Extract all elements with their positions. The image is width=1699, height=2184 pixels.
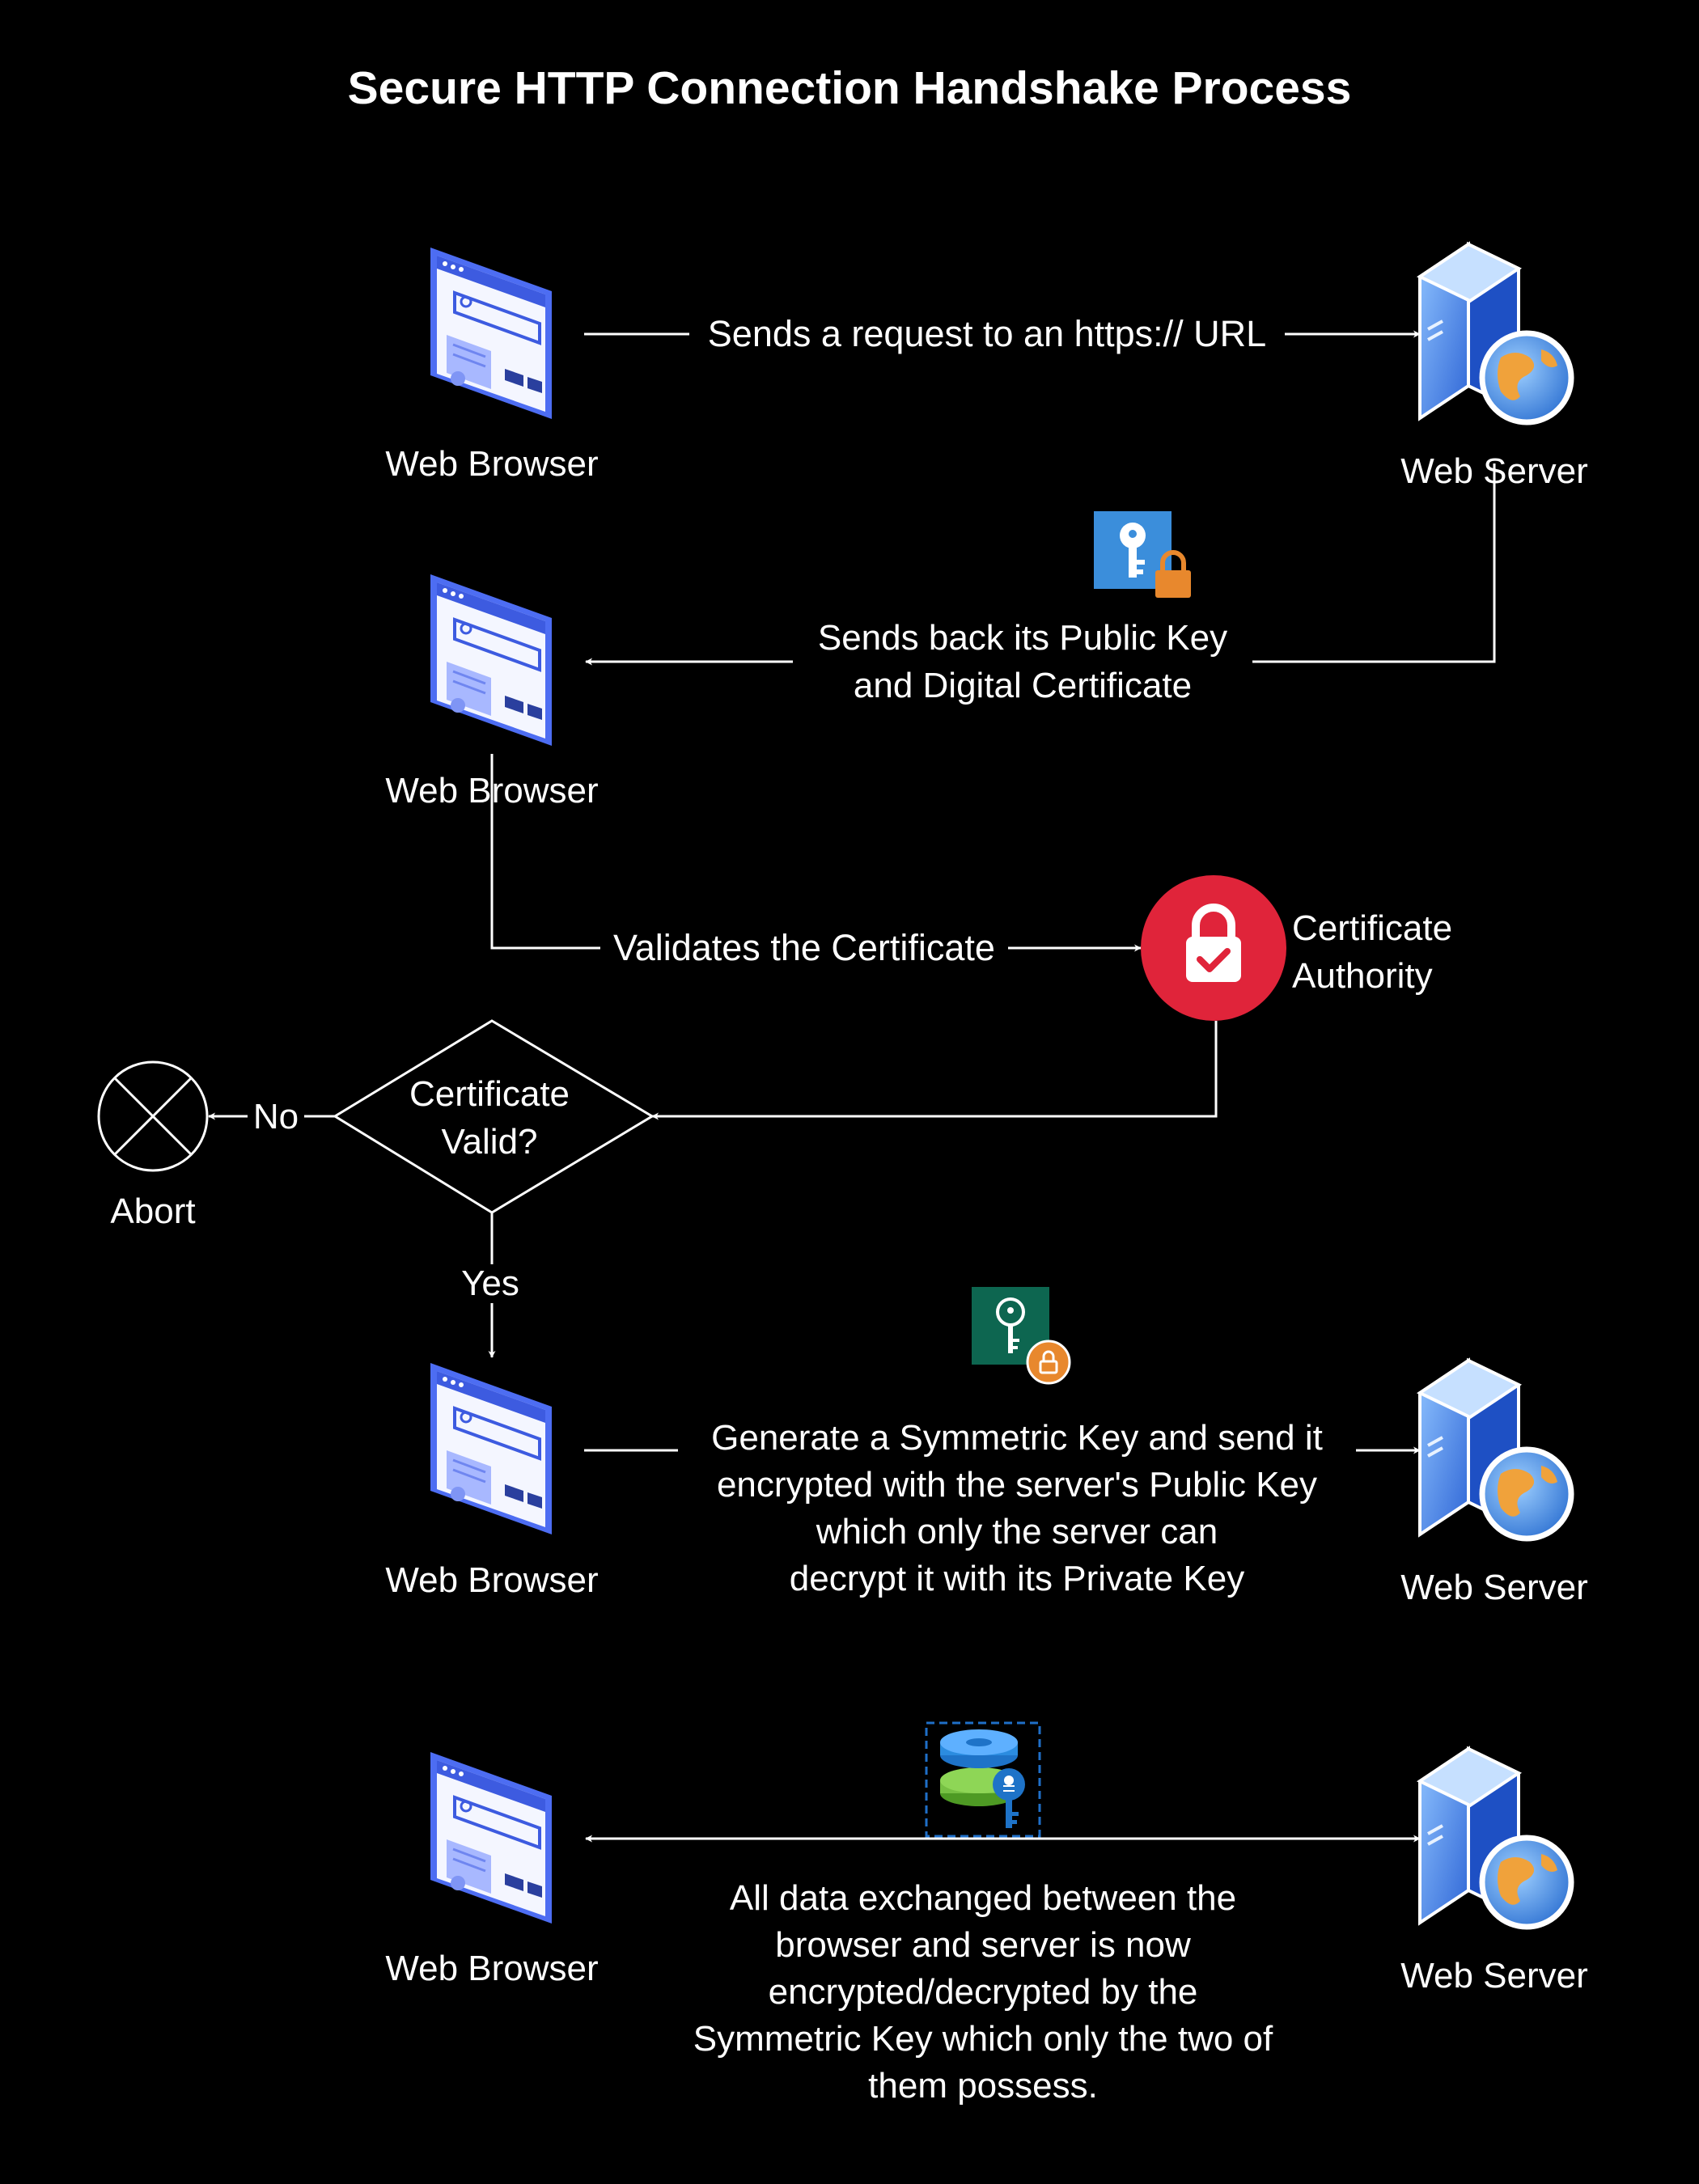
step-validate-label: Validates the Certificate <box>600 929 1008 967</box>
public-key-lock-icon <box>1094 511 1191 598</box>
symmetric-key-lock-icon <box>972 1287 1071 1385</box>
server-label: Web Server <box>1400 451 1588 491</box>
encrypted-database-key-icon <box>925 1721 1041 1838</box>
decision-label: Certificate Valid? <box>409 1074 570 1162</box>
step-exchange-label: All data exchanged between the browser a… <box>693 1878 1273 2106</box>
server-icon <box>1420 244 1571 422</box>
browser-icon <box>429 573 553 747</box>
ca-label: Certificate Authority <box>1292 908 1453 996</box>
abort-icon <box>97 1060 209 1172</box>
branch-no-label: No <box>248 1098 304 1136</box>
server-label: Web Server <box>1400 1568 1588 1607</box>
step-request-label: Sends a request to an https:// URL <box>689 315 1285 353</box>
browser-label: Web Browser <box>385 771 599 811</box>
browser-icon <box>429 1750 553 1925</box>
browser-icon <box>429 246 553 421</box>
page-title: Secure HTTP Connection Handshake Process <box>347 62 1352 114</box>
decision-diamond <box>333 1019 655 1214</box>
arrow-ca-to-decision <box>651 1021 1218 1120</box>
abort-label: Abort <box>110 1191 196 1231</box>
browser-icon <box>429 1361 553 1536</box>
step-public-key-label: Sends back its Public Key and Digital Ce… <box>793 614 1252 709</box>
server-icon <box>1420 1361 1571 1539</box>
server-icon <box>1420 1749 1571 1927</box>
certificate-authority-icon <box>1141 875 1286 1021</box>
browser-label: Web Browser <box>385 1560 599 1600</box>
browser-label: Web Browser <box>385 1949 599 1988</box>
step-symmetric-label: Generate a Symmetric Key and send it enc… <box>678 1415 1356 1602</box>
branch-yes-label: Yes <box>448 1264 532 1303</box>
browser-label: Web Browser <box>385 444 599 484</box>
server-label: Web Server <box>1400 1956 1588 1996</box>
